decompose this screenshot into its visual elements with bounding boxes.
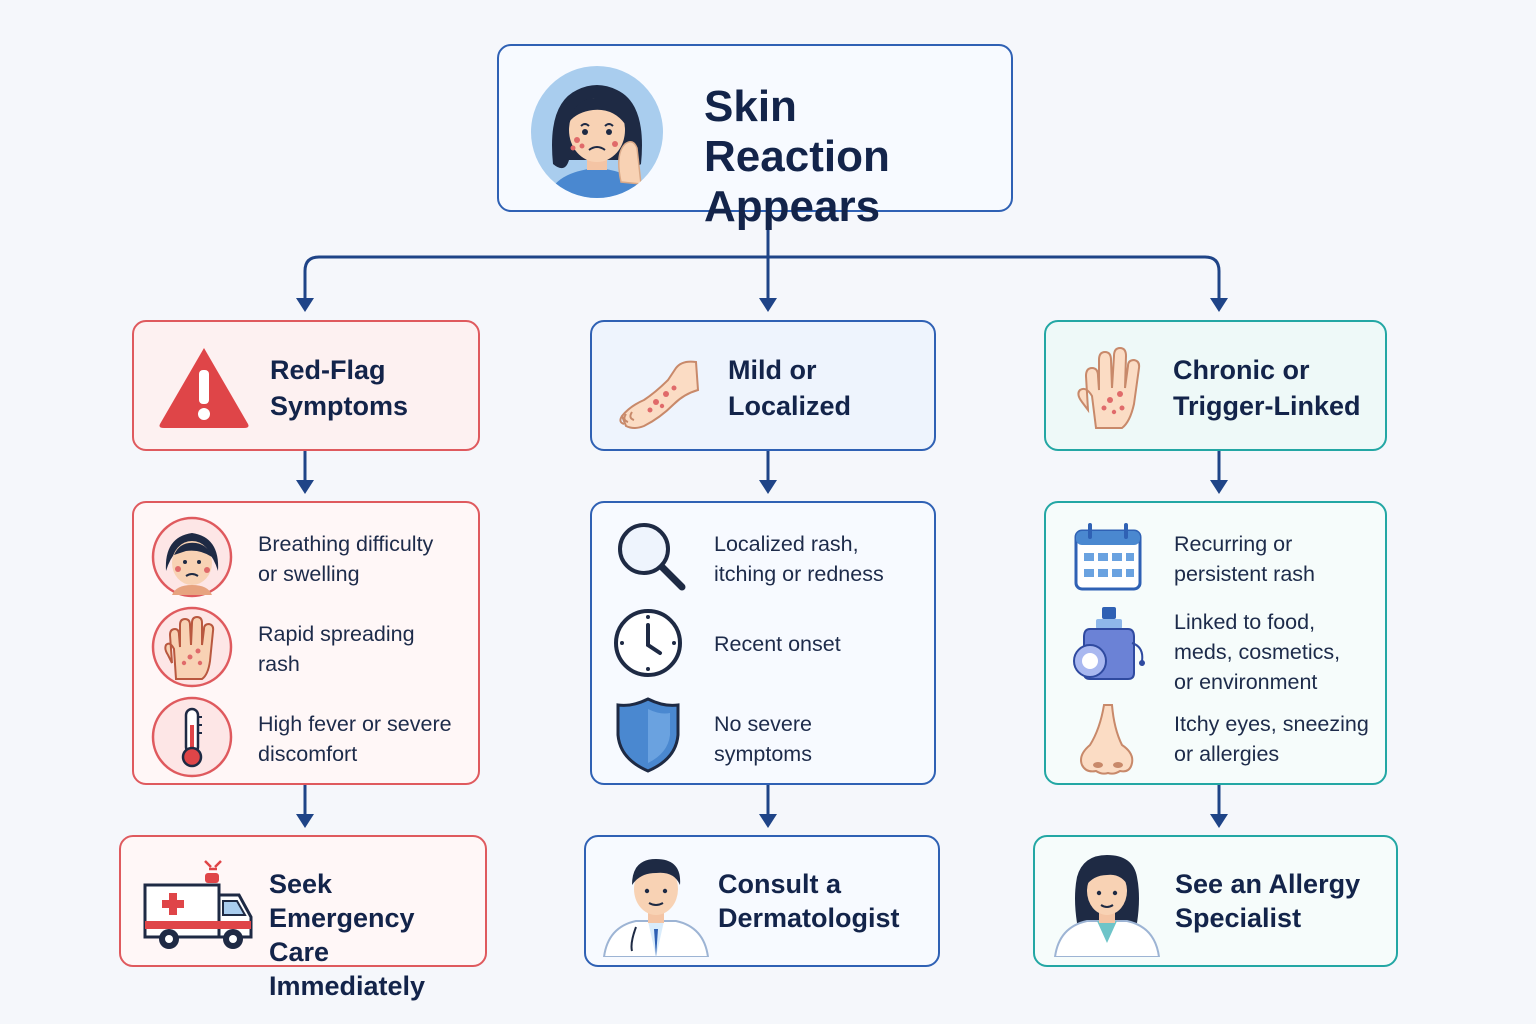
arrowhead-center-2 [759,480,777,494]
action-dermatologist: Consult a Dermatologist [584,835,940,967]
list-item: Recurring or persistent rash [1046,513,1385,603]
symptom-list-red: Breathing difficulty or swelling Rapid s… [132,501,480,785]
list-item-text: Recent onset [714,632,841,656]
connector-left-curve [303,255,320,303]
list-item: Breathing difficulty or swelling [134,513,478,603]
page-title: Skin Reaction Appears [704,82,994,232]
rash-hand-icon [151,606,233,688]
shield-icon [616,697,680,773]
list-item-text: High fever or severe discomfort [258,712,452,766]
symptom-list-teal: Recurring or persistent rash Linked to f… [1044,501,1387,785]
action-allergy-specialist: See an Allergy Specialist [1033,835,1398,967]
male-doctor-icon [602,859,710,957]
list-item: Linked to food, meds, cosmetics, or envi… [1046,603,1385,694]
action-label: See an Allergy Specialist [1175,869,1361,933]
list-item-text: Linked to food, meds, cosmetics, or envi… [1174,610,1341,694]
category-label: Chronic or Trigger-Linked [1173,355,1361,421]
warning-triangle-icon [159,348,249,428]
rash-arm-icon [619,360,700,429]
start-node: Skin Reaction Appears [497,44,1013,231]
list-item-text: No severe symptoms [714,712,812,766]
ambulance-icon [143,860,253,949]
list-item-text: Rapid spreading rash [258,622,415,676]
perfume-bottle-icon [1073,607,1145,680]
category-chronic-trigger: Chronic or Trigger-Linked [1044,320,1387,451]
arrowhead-right-1 [1210,298,1228,312]
category-label: Red-Flag Symptoms [270,355,409,421]
symptom-list-blue: Localized rash, itching or redness Recen… [590,501,936,785]
category-mild-localized: Mild or Localized [590,320,936,451]
arrowhead-left-1 [296,298,314,312]
category-red-flag: Red-Flag Symptoms [132,320,480,451]
nose-icon [1080,704,1134,775]
list-item-text: Itchy eyes, sneezing or allergies [1174,712,1369,766]
arrowhead-right-2 [1210,480,1228,494]
list-item-text: Localized rash, itching or redness [714,532,884,586]
list-item: Recent onset [592,603,934,693]
arrowhead-left-2 [296,480,314,494]
list-item: No severe symptoms [592,693,934,783]
list-item: Itchy eyes, sneezing or allergies [1046,699,1385,789]
action-label: Consult a Dermatologist [718,869,900,933]
clock-icon [614,609,682,677]
distressed-face-icon [151,516,233,598]
action-emergency: Seek Emergency Care Immediately [119,835,487,1001]
rash-palm-icon [1077,346,1141,429]
title-line-2: Appears [704,182,881,231]
category-label: Mild or Localized [728,355,852,421]
arrowhead-center-3 [759,814,777,828]
list-item-text: Breathing difficulty or swelling [258,532,434,586]
list-item-text: Recurring or persistent rash [1174,532,1316,586]
title-line-1: Skin Reaction [704,82,890,181]
arrowhead-center-1 [759,298,777,312]
list-item: High fever or severe discomfort [134,693,478,783]
female-doctor-icon [1053,855,1161,957]
worried-woman-icon [531,66,663,198]
list-item: Localized rash, itching or redness [592,513,934,603]
action-label: Seek Emergency Care Immediately [269,869,426,1001]
calendar-icon [1074,523,1142,591]
connector-right-curve [1204,255,1221,303]
magnifier-icon [618,523,686,591]
thermometer-icon [151,696,233,778]
arrowhead-left-3 [296,814,314,828]
list-item: Rapid spreading rash [134,603,478,693]
arrowhead-right-3 [1210,814,1228,828]
